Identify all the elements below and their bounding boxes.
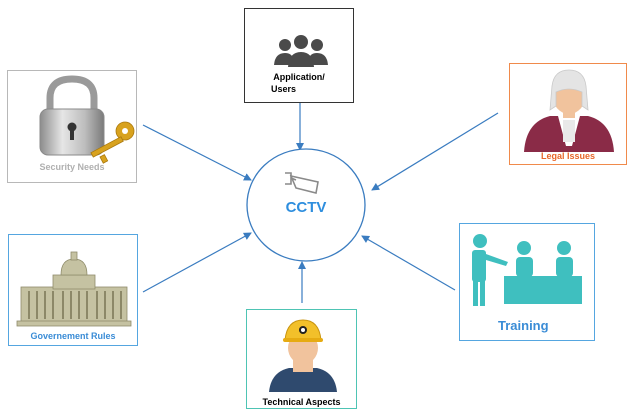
judge-icon: [524, 69, 614, 152]
cctv-camera-icon: [285, 172, 319, 194]
cctv-circle: [246, 148, 366, 262]
node-training: Training: [459, 223, 595, 341]
security-needs-label: Security Needs: [39, 162, 105, 172]
node-legal-issues: Legal Issues: [509, 63, 627, 165]
training-label: Training: [498, 318, 549, 333]
arrow-government-to-cctv: [142, 232, 252, 293]
cctv-label: CCTV: [285, 199, 327, 216]
training-classroom-icon: [472, 234, 582, 306]
node-government-rules: Governement Rules: [8, 234, 138, 346]
government-building-icon: [16, 251, 132, 327]
padlock-key-icon: [39, 75, 135, 164]
node-security-needs: Security Needs: [7, 70, 137, 183]
arrow-legal-to-cctv: [371, 112, 499, 191]
users-group-icon: [274, 35, 328, 67]
technical-aspects-label: Technical Aspects: [262, 397, 341, 407]
legal-issues-label: Legal Issues: [540, 151, 596, 161]
government-rules-label: Governement Rules: [30, 331, 116, 341]
node-application-users: Application/ Users: [244, 8, 354, 103]
application-users-label-line2: Users: [271, 84, 297, 94]
application-users-label-line1: Application/: [273, 72, 325, 82]
engineer-hardhat-icon: [269, 319, 337, 392]
arrow-security-to-cctv: [142, 124, 252, 181]
node-technical-aspects: Technical Aspects: [246, 309, 357, 409]
arrow-training-to-cctv: [361, 235, 456, 291]
